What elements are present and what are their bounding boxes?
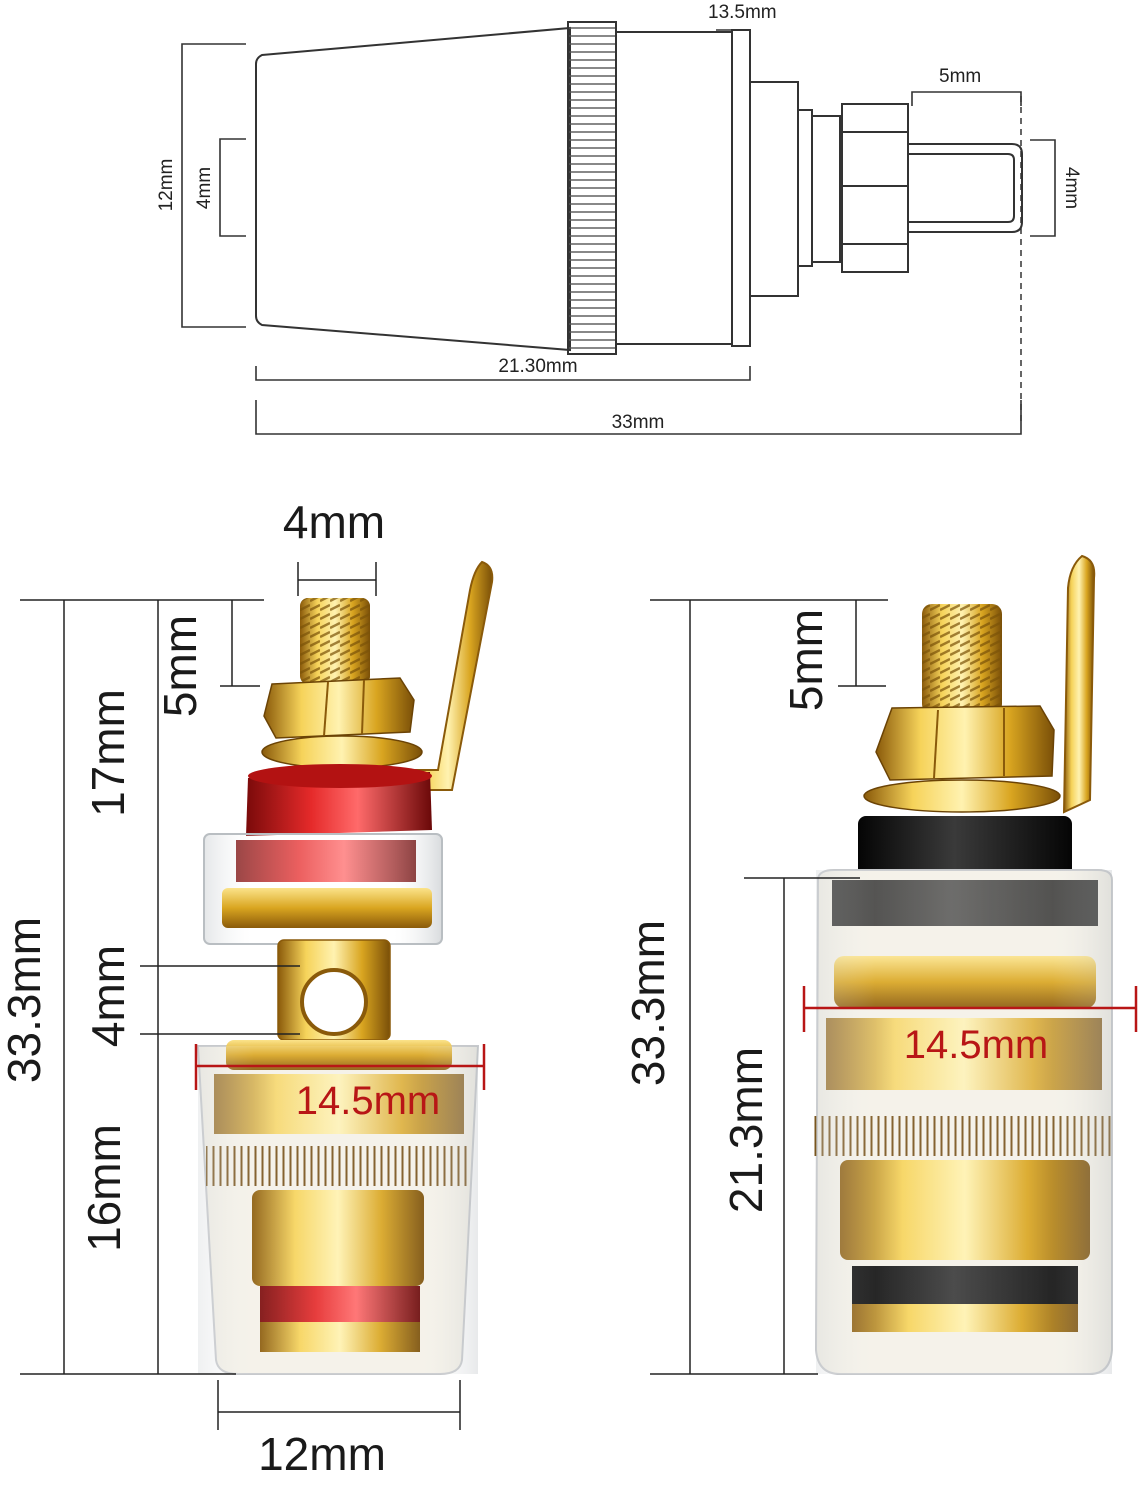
dim-left-stud-dia: 4mm bbox=[283, 496, 385, 548]
dim-right-cap-height: 21.3mm bbox=[720, 1047, 772, 1213]
dim-left-cap-dia: 14.5mm bbox=[296, 1079, 441, 1123]
collar-outline bbox=[615, 31, 733, 345]
solder-lug-right bbox=[1062, 554, 1096, 814]
dim-right-overall-height: 33.3mm bbox=[622, 920, 674, 1086]
dim-collar-width: 13.5mm bbox=[708, 2, 777, 23]
right-dimension-lines bbox=[650, 599, 888, 1375]
black-insulator bbox=[858, 816, 1072, 878]
washer-outline bbox=[797, 109, 813, 267]
hex-nut-right bbox=[875, 705, 1055, 781]
left-cap-diameter-line bbox=[194, 1044, 486, 1090]
black-binding-post bbox=[812, 554, 1114, 1375]
dim-left-hole-dia: 4mm bbox=[82, 945, 134, 1047]
shoulder-outline bbox=[749, 81, 799, 297]
red-binding-post bbox=[196, 560, 494, 1375]
cap-outline bbox=[255, 26, 571, 352]
top-dimension-lines bbox=[181, 29, 1056, 435]
dim-cap-height-top: 12mm bbox=[156, 159, 177, 212]
washer-outline-2 bbox=[811, 115, 841, 263]
dim-left-stud-length: 5mm bbox=[154, 615, 206, 717]
dim-left-lower-height: 16mm bbox=[78, 1124, 130, 1252]
collar-flange bbox=[731, 29, 751, 347]
dim-left-overall-height: 33.3mm bbox=[0, 917, 50, 1083]
hex-nut-outline bbox=[841, 103, 909, 273]
left-dimension-lines bbox=[20, 562, 461, 1430]
dim-overall-length-top: 33mm bbox=[612, 412, 665, 433]
red-insulator bbox=[246, 772, 432, 836]
right-cap-diameter-line bbox=[802, 986, 1138, 1032]
hex-nut bbox=[263, 677, 415, 739]
knurled-ring bbox=[567, 21, 617, 355]
dim-right-stud-length: 5mm bbox=[780, 609, 832, 711]
dim-cap-length-top: 21.30mm bbox=[498, 356, 577, 377]
dim-hole-left-top: 4mm bbox=[194, 167, 215, 209]
top-technical-drawing bbox=[255, 21, 1023, 426]
dim-right-cap-dia: 14.5mm bbox=[904, 1023, 1049, 1067]
washer-right bbox=[863, 779, 1061, 813]
dim-stud-dia-top: 4mm bbox=[1061, 167, 1082, 209]
dim-left-upper-height: 17mm bbox=[82, 689, 134, 817]
stud-outline bbox=[908, 143, 1023, 233]
dim-left-base-width: 12mm bbox=[258, 1428, 386, 1480]
dim-stud-length-top: 5mm bbox=[939, 66, 981, 87]
wire-hole bbox=[300, 968, 368, 1036]
washer bbox=[261, 735, 423, 769]
